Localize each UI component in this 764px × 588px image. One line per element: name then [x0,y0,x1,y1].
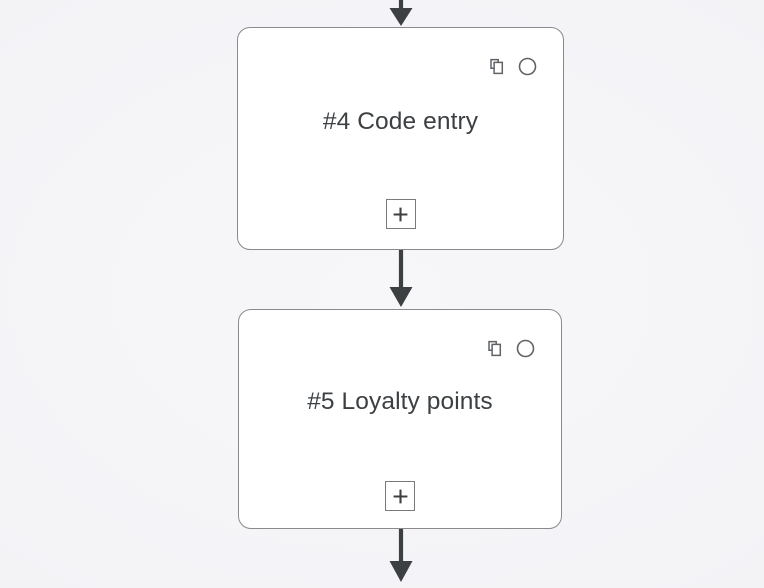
node-actions-code-entry [488,28,563,76]
incoming-arrow-to-node-4 [389,0,413,26]
plus-icon [393,489,407,503]
outgoing-arrow-from-node-5 [389,529,413,582]
node-actions-loyalty-points [486,310,561,358]
circle-icon[interactable] [518,57,537,76]
node-title: #5 Loyalty points [307,388,493,415]
flow-node-code-entry[interactable]: #4 Code entry [237,27,564,250]
add-step-button[interactable] [385,481,415,511]
add-step-wrap [239,481,561,528]
add-step-wrap [238,199,563,249]
plus-icon [393,207,408,221]
flow-node-loyalty-points[interactable]: #5 Loyalty points [238,309,562,529]
copy-icon[interactable] [486,340,504,358]
arrow-node-4-to-node-5 [389,250,413,307]
copy-icon[interactable] [488,58,506,76]
node-title: #4 Code entry [322,107,479,135]
circle-icon[interactable] [516,339,535,358]
add-step-button[interactable] [385,199,416,229]
